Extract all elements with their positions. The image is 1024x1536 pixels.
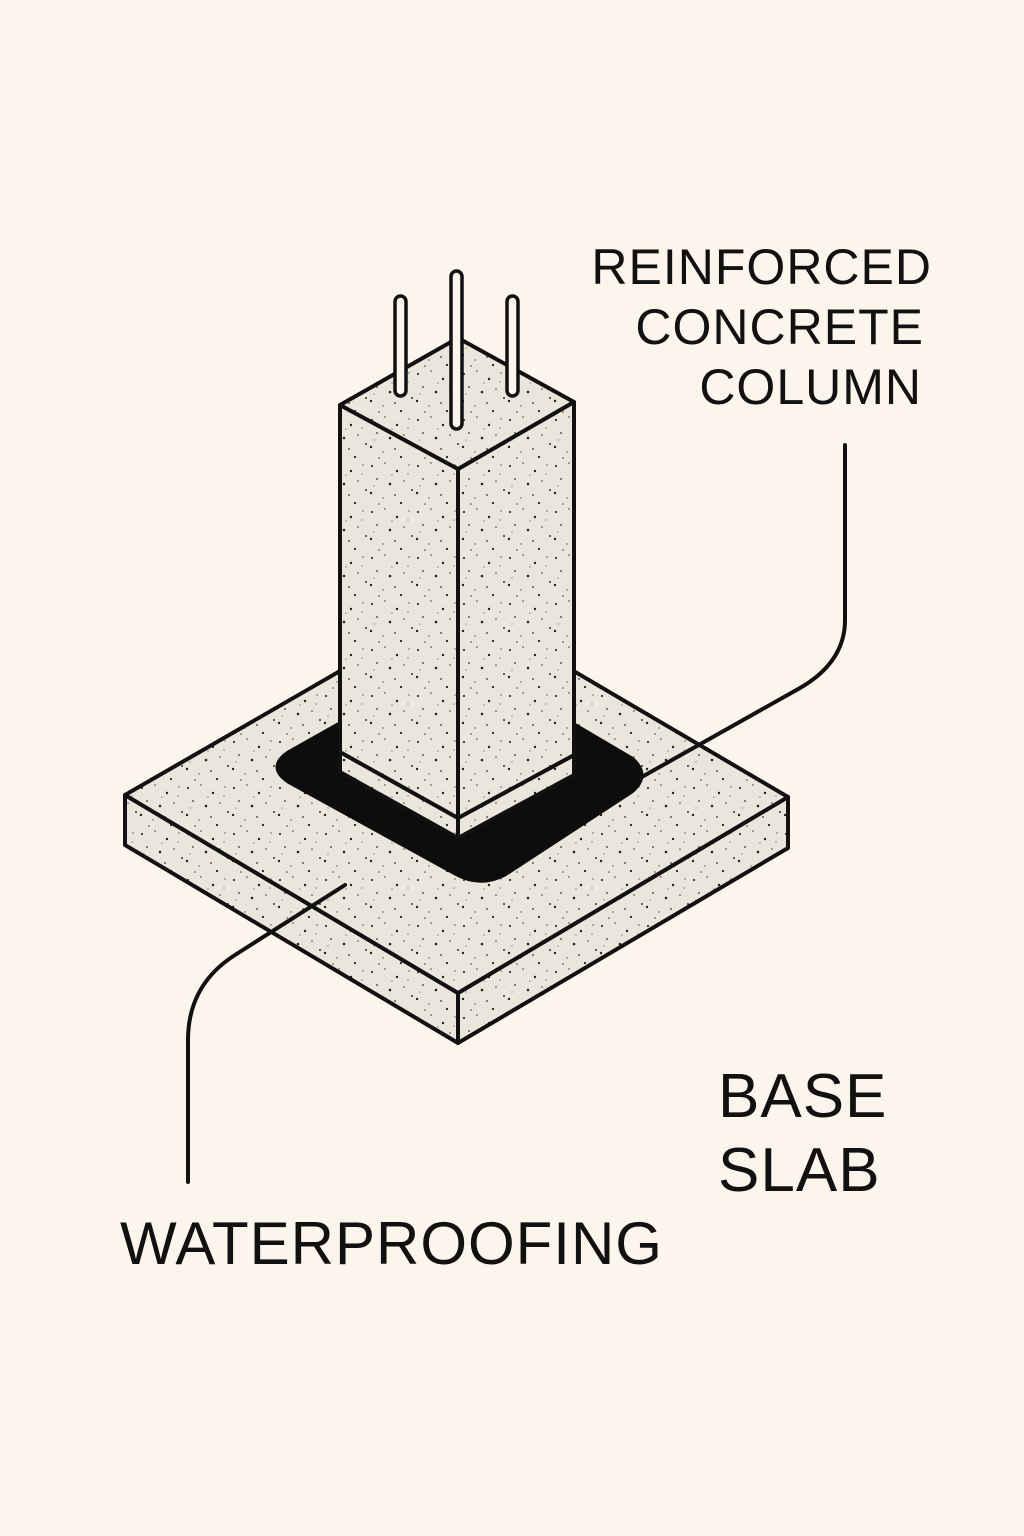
leader-line-waterproofing (186, 883, 347, 1184)
column-label-line-3: COLUMN (699, 359, 922, 415)
waterproofing-label: WATERPROOFING (120, 1210, 663, 1277)
column-label-line-2: CONCRETE (635, 299, 924, 355)
column-face-left (338, 403, 460, 820)
rebar-left (393, 294, 408, 398)
rebar-center (449, 269, 464, 431)
slab-label-line-1: BASE (718, 1062, 888, 1131)
column-label-line-1: REINFORCED (591, 239, 932, 295)
leader-line-column (638, 443, 847, 780)
slab-label-line-2: SLAB (718, 1136, 881, 1205)
rebar-right (505, 294, 520, 398)
column-face-right (456, 400, 576, 820)
rebar-group (393, 269, 520, 431)
